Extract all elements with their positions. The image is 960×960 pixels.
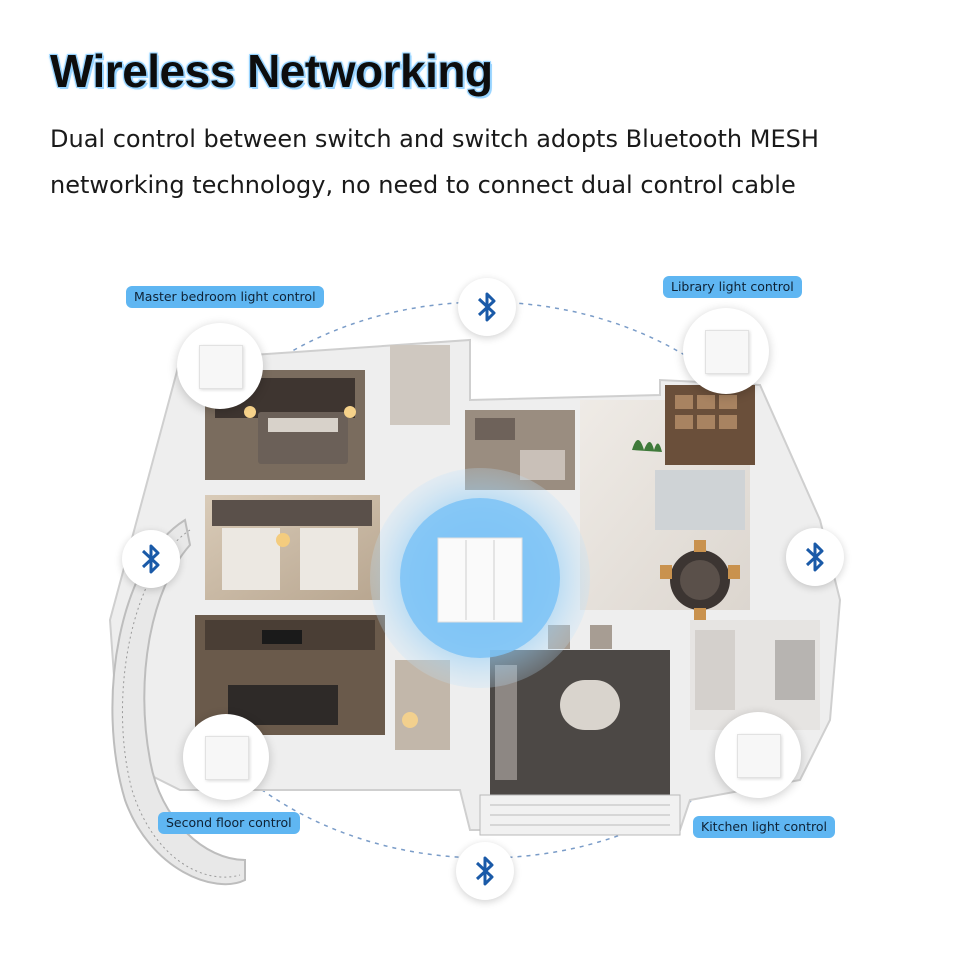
bluetooth-icon — [475, 856, 494, 886]
switch-node-second-floor — [183, 714, 269, 800]
wall-switch-icon — [737, 734, 781, 778]
label-kitchen: Kitchen light control — [693, 816, 835, 838]
master-switch-icon — [437, 537, 523, 623]
wall-switch-icon — [205, 736, 249, 780]
bluetooth-node-right — [786, 528, 844, 586]
bluetooth-node-top — [458, 278, 516, 336]
switch-node-master-bedroom — [177, 323, 263, 409]
label-second-floor: Second floor control — [158, 812, 300, 834]
wall-switch-icon — [705, 330, 749, 374]
label-library: Library light control — [663, 276, 802, 298]
bluetooth-node-left — [122, 530, 180, 588]
description: Dual control between switch and switch a… — [50, 125, 819, 199]
bluetooth-node-bottom — [456, 842, 514, 900]
curved-balcony — [111, 518, 246, 886]
switch-node-kitchen — [715, 712, 801, 798]
headline: Wireless Networking — [50, 45, 493, 97]
bathroom — [390, 345, 450, 425]
label-master-bedroom: Master bedroom light control — [126, 286, 324, 308]
switch-node-library — [683, 308, 769, 394]
bluetooth-icon — [141, 544, 160, 574]
wall-switch-icon — [199, 345, 243, 389]
bluetooth-icon — [805, 542, 824, 572]
bluetooth-icon — [477, 292, 496, 322]
